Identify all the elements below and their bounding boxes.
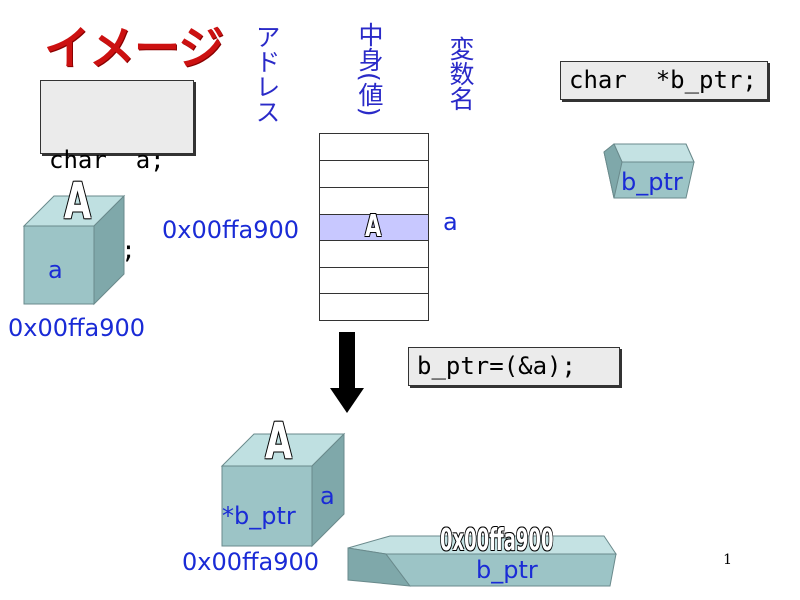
- header-value: 中身(値): [355, 22, 384, 117]
- result-ptr-shape: [347, 535, 617, 587]
- result-ptr-label: b_ptr: [476, 556, 538, 584]
- memory-row: [320, 240, 428, 266]
- memory-address: 0x00ffa900: [162, 216, 300, 244]
- result-box-address: 0x00ffa900: [182, 548, 320, 576]
- memory-varname: a: [443, 208, 458, 236]
- result-box-label-a: a: [320, 482, 335, 510]
- slide-number: 1: [723, 552, 732, 568]
- memory-row: [320, 293, 428, 319]
- memory-row: [320, 187, 428, 213]
- ptr-box-shape: [603, 143, 695, 199]
- memory-value: A: [365, 209, 382, 244]
- memory-row: [320, 267, 428, 293]
- code-line-decl-a: char a;: [49, 146, 165, 174]
- code-box-assign-ptr: b_ptr=(&a);: [408, 347, 620, 386]
- box-a-shape: [22, 194, 126, 306]
- box-a-label: a: [48, 256, 63, 284]
- header-varname: 変数名: [446, 36, 475, 111]
- down-arrow-icon: [330, 332, 364, 413]
- memory-row: [320, 134, 428, 160]
- page-title: イメージ: [44, 21, 224, 75]
- header-address: アドレス: [252, 24, 281, 124]
- memory-row-highlighted: [320, 214, 428, 240]
- memory-table: [319, 133, 429, 321]
- box-a-address: 0x00ffa900: [8, 314, 146, 342]
- result-box-shape: [220, 432, 346, 548]
- result-ptr-value: 0x00ffa900: [440, 523, 554, 558]
- memory-row: [320, 160, 428, 186]
- result-box-label-ptr: *b_ptr: [222, 502, 296, 530]
- ptr-box-label: b_ptr: [621, 168, 683, 196]
- box-a-content: A: [64, 172, 92, 230]
- result-box-content: A: [265, 412, 293, 470]
- code-box-decl-ptr: char *b_ptr;: [560, 61, 768, 100]
- code-box-decl-a: char a; a='A';: [40, 80, 194, 264]
